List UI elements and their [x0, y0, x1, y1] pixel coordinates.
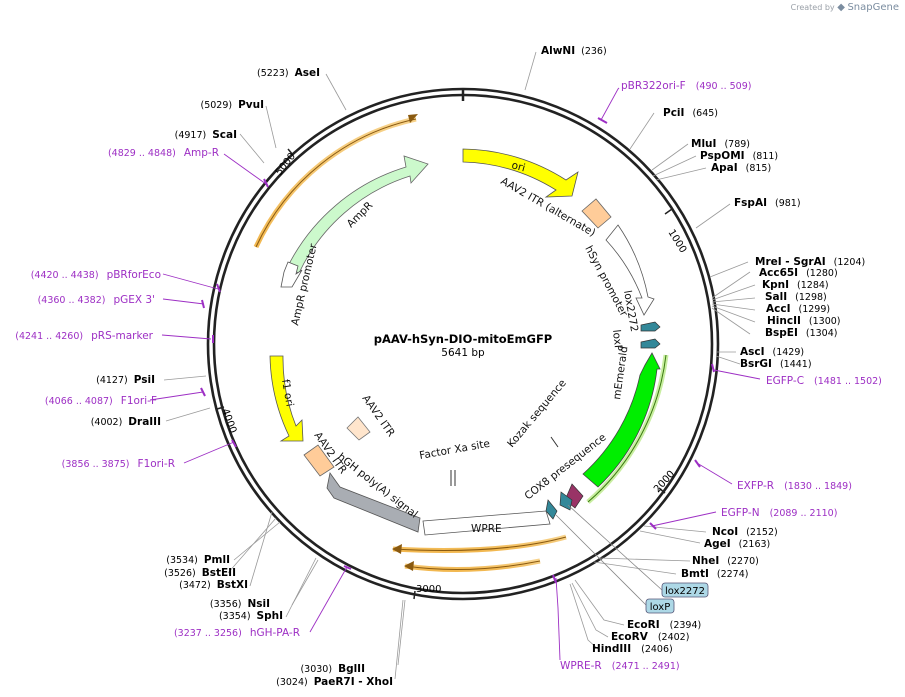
feature-aav2-itr-alt	[581, 198, 612, 229]
site-asci: AscI(1429)	[740, 346, 804, 358]
primer-exfp-r: EXFP-R(1830 .. 1849)	[737, 480, 852, 492]
site-asei: (5223)AseI	[257, 67, 320, 79]
feature-wpre-label: WPRE	[471, 523, 502, 535]
boxed-labels: lox2272 loxP	[555, 504, 709, 614]
feature-aav2-itr-left	[303, 444, 335, 477]
feature-loxp-label: loxP	[610, 329, 624, 352]
site-hincii: HincII(1300)	[767, 315, 841, 327]
site-draiii: (4002)DraIII	[91, 416, 161, 428]
site-pmli: (3534)PmlI	[166, 554, 230, 566]
site-pvui: (5029)PvuI	[200, 99, 264, 111]
feature-kozak-label: Kozak sequence	[505, 377, 569, 450]
snapgene-credit: Created by ◆ SnapGene	[791, 2, 899, 13]
tick-3000: 3000	[416, 584, 441, 595]
feature-lox2272	[640, 321, 661, 332]
backbone	[206, 87, 720, 601]
primer-leaders	[149, 87, 761, 661]
primer-f1ori-f: (4066 .. 4087)F1ori-F	[45, 395, 157, 407]
site-apai: ApaI(815)	[711, 162, 771, 174]
site-agei: AgeI(2163)	[704, 538, 770, 550]
plasmid-name: pAAV-hSyn-DIO-mitoEmGFP	[374, 332, 553, 346]
site-kpni: KpnI(1284)	[762, 279, 829, 291]
feature-memerald-label: mEmerald	[611, 345, 630, 400]
site-paer7i-xhoi: (3024)PaeR7I - XhoI	[276, 676, 393, 688]
primer-pgex3: (4360 .. 4382)pGEX 3'	[38, 294, 155, 306]
plasmid-size: 5641 bp	[441, 347, 485, 359]
feature-lox-small-2	[545, 499, 558, 520]
box-loxp-label: loxP	[650, 602, 671, 613]
feature-f1-ori-label: f1 ori	[279, 378, 296, 407]
feature-factor-xa-label: Factor Xa site	[418, 438, 490, 462]
primer-egfp-n: EGFP-N(2089 .. 2110)	[721, 507, 837, 519]
feature-ampr-promoter	[280, 261, 303, 288]
box-loxp	[645, 598, 675, 614]
feature-aav2-itr-inner	[346, 416, 371, 441]
site-acci: AccI(1299)	[766, 303, 830, 315]
site-leaders	[163, 51, 756, 680]
tick-5000: 5000	[274, 151, 298, 178]
site-bsteii: (3526)BstEII	[164, 567, 236, 579]
site-alwni: AlwNI(236)	[541, 45, 607, 57]
site-bglii: (3030)BglII	[300, 663, 365, 675]
site-sphi: (3354)SphI	[219, 610, 283, 622]
orf-arrow-head	[408, 114, 418, 123]
site-sali: SalI(1298)	[765, 291, 827, 303]
feature-kozak-mark	[550, 436, 559, 448]
feature-wpre	[422, 510, 551, 536]
site-pcii: PciI(645)	[663, 107, 718, 119]
primers: pBR322ori-F(490 .. 509) EGFP-C(1481 .. 1…	[15, 80, 882, 672]
site-mrei-sgrai: MreI - SgrAI(1204)	[755, 256, 865, 268]
site-bmti: BmtI(2274)	[681, 568, 748, 580]
site-bspei: BspEI(1304)	[765, 327, 837, 339]
primer-hgh-pa-r: (3237 .. 3256)hGH-PA-R	[174, 627, 300, 639]
site-ecorv: EcoRV(2402)	[611, 631, 689, 643]
snapgene-logo: ◆	[837, 2, 845, 13]
feature-loxp	[640, 338, 661, 349]
primer-egfp-c: EGFP-C(1481 .. 1502)	[766, 375, 882, 387]
primer-f1ori-r: (3856 .. 3875)F1ori-R	[62, 458, 175, 470]
feature-f1-ori	[269, 355, 304, 442]
feature-memerald	[582, 352, 661, 488]
feature-ori-label: ori	[510, 159, 526, 174]
primer-wpre-r: WPRE-R(2471 .. 2491)	[560, 660, 680, 672]
primer-pbrforeco: (4420 .. 4438)pBRforEco	[31, 269, 161, 281]
credit-brand: SnapGene	[847, 2, 899, 13]
primer-prs-marker: (4241 .. 4260)pRS-marker	[15, 330, 153, 342]
site-ecori: EcoRI(2394)	[627, 619, 701, 631]
site-scai: (4917)ScaI	[175, 129, 237, 141]
restriction-sites: AlwNI(236) PciI(645) MluI(789) PspOMI(81…	[91, 45, 866, 688]
feature-hgh-polya	[326, 472, 421, 533]
site-fspai: FspAI(981)	[734, 197, 801, 209]
site-pspomi: PspOMI(811)	[700, 150, 778, 162]
feature-hsyn-promoter	[605, 224, 655, 316]
feature-ori	[462, 148, 579, 198]
site-mlui: MluI(789)	[691, 138, 750, 150]
primer-pbr322ori-f: pBR322ori-F(490 .. 509)	[621, 80, 751, 92]
box-lox2272-label: lox2272	[665, 586, 705, 597]
site-acc65i: Acc65I(1280)	[759, 267, 838, 279]
site-nsii: (3356)NsiI	[210, 598, 270, 610]
primer-amp-r: (4829 .. 4848)Amp-R	[108, 147, 219, 159]
box-lox2272	[661, 582, 709, 598]
site-ncoi: NcoI(2152)	[712, 526, 778, 538]
site-nhei: NheI(2270)	[692, 555, 759, 567]
feature-ampr	[286, 155, 429, 274]
site-psii: (4127)PsiI	[96, 374, 155, 386]
orf-tracks	[253, 114, 669, 573]
site-bstxi: (3472)BstXI	[179, 579, 248, 591]
credit-prefix: Created by	[790, 3, 835, 12]
site-bsrgi: BsrGI(1441)	[740, 358, 812, 370]
site-hindiii: HindIII(2406)	[592, 643, 673, 655]
